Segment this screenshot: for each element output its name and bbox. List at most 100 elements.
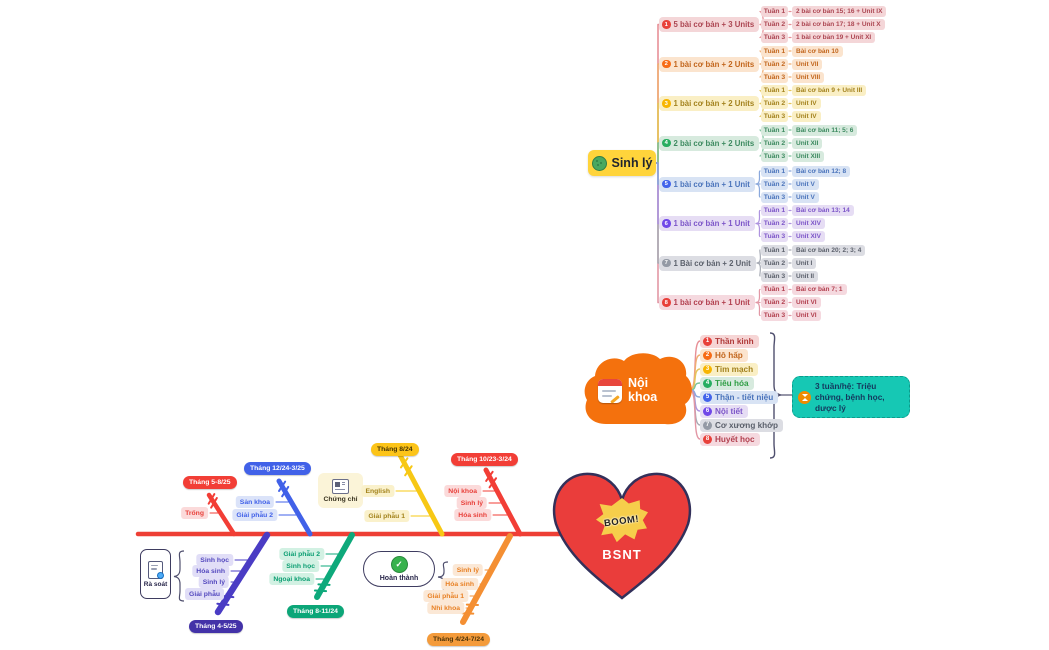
week-node[interactable]: Tuần 1: [761, 244, 788, 256]
leaf-node[interactable]: Unit VI: [792, 297, 821, 308]
leaf-node[interactable]: Bài cơ bản 10: [792, 45, 843, 57]
leaf-node[interactable]: Bài cơ bản 9 + Unit III: [792, 85, 867, 96]
bone-item[interactable]: Ngoại khoa: [269, 573, 314, 585]
leaf-node[interactable]: Unit V: [792, 178, 819, 190]
week-node[interactable]: Tuần 1: [761, 124, 788, 136]
week-node[interactable]: Tuần 3: [761, 191, 788, 203]
noikhoa-topic-label[interactable]: Nội khoa: [598, 374, 690, 408]
week-node[interactable]: Tuần 2: [761, 19, 788, 30]
leaf-node[interactable]: Bài cơ bản 12; 8: [792, 165, 851, 177]
bone-hash: [216, 602, 230, 606]
leaf-node[interactable]: Unit II: [792, 270, 819, 282]
leaf-node[interactable]: Unit VIII: [792, 71, 825, 83]
bone-item[interactable]: Giải phẫu 1: [364, 510, 409, 522]
week-node[interactable]: Tuần 2: [761, 257, 788, 269]
leaf-node[interactable]: Unit IV: [792, 98, 821, 109]
bone-item[interactable]: Nhi khoa: [427, 602, 464, 614]
bone-item[interactable]: Sinh học: [282, 560, 319, 572]
bone-date-pill[interactable]: Tháng 4-5/25: [189, 620, 243, 633]
bone-item[interactable]: Giải phẫu 2: [232, 509, 277, 521]
bone-item[interactable]: Hóa sinh: [441, 578, 478, 590]
leaf-node[interactable]: Bài cơ bản 13; 14: [792, 205, 854, 216]
week-node[interactable]: Tuần 3: [761, 111, 788, 122]
week-node[interactable]: Tuần 3: [761, 310, 788, 321]
week-node[interactable]: Tuần 2: [761, 178, 788, 190]
week-node[interactable]: Tuần 3: [761, 231, 788, 242]
week-node[interactable]: Tuần 1: [761, 284, 788, 295]
bone-date-pill[interactable]: Tháng 10/23-3/24: [451, 453, 518, 466]
hoanthanh-node[interactable]: ✓ Hoàn thành: [363, 551, 435, 587]
bone-date-pill[interactable]: Tháng 8/24: [371, 443, 419, 456]
week-node[interactable]: Tuần 3: [761, 270, 788, 282]
week-node[interactable]: Tuần 3: [761, 150, 788, 162]
leaf-node[interactable]: Unit XIII: [792, 150, 825, 162]
chungchi-node[interactable]: Chứng chỉ: [318, 473, 363, 508]
week-node[interactable]: Tuần 2: [761, 58, 788, 70]
leaf-node[interactable]: 1 bài cơ bản 19 + Unit XI: [792, 32, 876, 43]
leaf-node[interactable]: 2 bài cơ bản 17; 18 + Unit X: [792, 19, 885, 30]
bone-item[interactable]: Sinh lý: [198, 576, 229, 588]
bone-item[interactable]: Giải phẫu 1: [423, 590, 468, 602]
bone-item[interactable]: Sinh học: [196, 554, 233, 566]
leaf-node[interactable]: Unit XII: [792, 137, 823, 149]
week-node[interactable]: Tuần 1: [761, 85, 788, 96]
week-node[interactable]: Tuần 2: [761, 218, 788, 229]
week-node[interactable]: Tuần 2: [761, 297, 788, 308]
bone-item[interactable]: Hóa sinh: [454, 509, 491, 521]
leaf-node[interactable]: Unit I: [792, 257, 817, 269]
leaf-node[interactable]: Unit XIV: [792, 218, 825, 229]
week-node[interactable]: Tuần 1: [761, 165, 788, 177]
leaf-node[interactable]: Unit VII: [792, 58, 823, 70]
week-node[interactable]: Tuần 3: [761, 71, 788, 83]
week-node[interactable]: Tuần 2: [761, 137, 788, 149]
leaf-node[interactable]: Bài cơ bản 7; 1: [792, 284, 847, 295]
week-node[interactable]: Tuần 2: [761, 98, 788, 109]
week-node[interactable]: Tuần 1: [761, 45, 788, 57]
week-node[interactable]: Tuần 1: [761, 6, 788, 17]
bone-item[interactable]: Giải phẫu: [185, 588, 224, 600]
leaf-node[interactable]: 2 bài cơ bản 15; 16 + Unit IX: [792, 6, 887, 17]
bone-item[interactable]: Nội khoa: [444, 485, 481, 497]
noikhoa-label: Nội khoa: [628, 376, 658, 404]
leaf-node[interactable]: Unit V: [792, 191, 819, 203]
bone-item[interactable]: Sinh lý: [456, 497, 487, 509]
leaf-node[interactable]: Bài cơ bản 20; 2; 3; 4: [792, 244, 866, 256]
bone-item[interactable]: Trống: [181, 507, 208, 519]
bone-item[interactable]: English: [361, 485, 394, 497]
bone-item[interactable]: Sản khoa: [235, 496, 274, 508]
bone-date-pill[interactable]: Tháng 12/24-3/25: [244, 462, 311, 475]
bone-item[interactable]: Giải phẫu 2: [279, 548, 324, 560]
bone-date-pill[interactable]: Tháng 5-8/25: [183, 476, 237, 489]
leaf-node[interactable]: Unit VI: [792, 310, 821, 321]
rasoat-node[interactable]: Rà soát: [140, 549, 171, 599]
leaf-node[interactable]: Unit IV: [792, 111, 821, 122]
week-node[interactable]: Tuần 3: [761, 32, 788, 43]
noikhoa-note[interactable]: 3 tuần/hệ: Triệu chứng, bệnh học, dược l…: [792, 376, 910, 419]
week-node[interactable]: Tuần 1: [761, 205, 788, 216]
sinhly-root-topic[interactable]: Sinh lý: [588, 150, 656, 176]
bone-date-pill[interactable]: Tháng 4/24-7/24: [427, 633, 490, 646]
leaf-node[interactable]: Bài cơ bản 11; 5; 6: [792, 124, 858, 136]
certificate-icon: [332, 478, 349, 494]
bone-item[interactable]: Hóa sinh: [192, 565, 229, 577]
bone-date-pill[interactable]: Tháng 8-11/24: [287, 605, 344, 618]
bone-item[interactable]: Sinh lý: [452, 564, 483, 576]
noikhoa-cloud-topic[interactable]: [584, 353, 692, 425]
leaf-node[interactable]: Unit XIV: [792, 231, 825, 242]
